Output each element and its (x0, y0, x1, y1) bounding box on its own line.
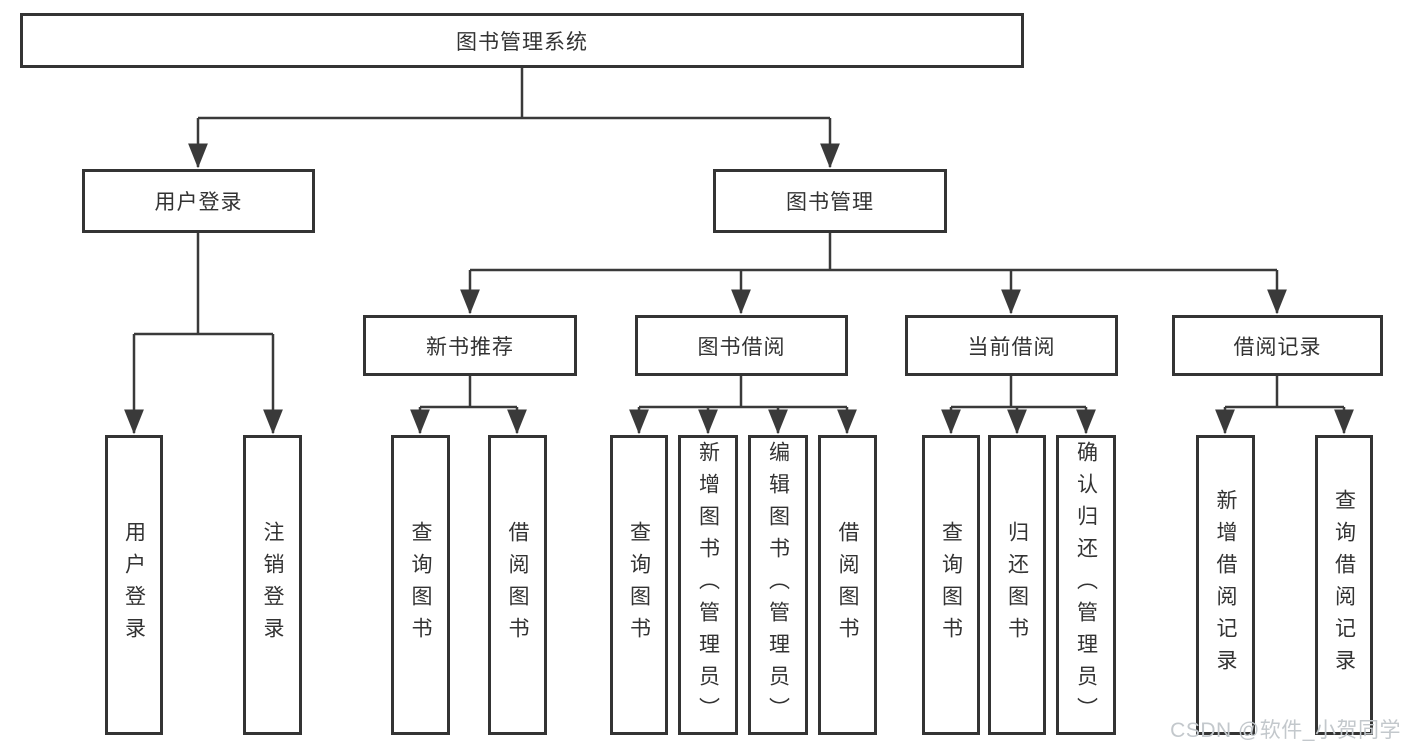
node-label: 借阅记录 (1233, 335, 1322, 359)
node-label: 新增图书（管理员） (696, 441, 720, 729)
leaf-borrow-books-borrowing: 借阅图书 (818, 435, 877, 735)
leaf-edit-book-admin: 编辑图书（管理员） (748, 435, 808, 735)
node-label: 查询借阅记录 (1332, 489, 1356, 681)
node-label: 图书管理 (786, 191, 874, 214)
node-user-login: 用户登录 (82, 169, 315, 233)
node-current-borrowing: 当前借阅 (905, 315, 1118, 376)
node-label: 确认归还（管理员） (1074, 441, 1098, 729)
leaf-confirm-return-admin: 确认归还（管理员） (1056, 435, 1116, 735)
node-label: 图书借阅 (697, 335, 786, 359)
node-label: 注销登录 (261, 521, 284, 649)
node-label: 图书管理系统 (456, 30, 588, 54)
node-label: 查询图书 (409, 521, 432, 649)
node-label: 查询图书 (939, 521, 963, 649)
node-label: 新增借阅记录 (1214, 489, 1237, 681)
leaf-add-borrow-record: 新增借阅记录 (1196, 435, 1255, 735)
csdn-watermark: CSDN @软件_小贺同学 (1170, 719, 1401, 742)
node-label: 归还图书 (1005, 521, 1029, 649)
node-label: 用户登录 (154, 191, 243, 214)
node-library-management-system: 图书管理系统 (20, 13, 1024, 68)
leaf-query-borrow-record: 查询借阅记录 (1315, 435, 1373, 735)
node-new-book-recommend: 新书推荐 (363, 315, 577, 376)
node-label: 借阅图书 (836, 521, 859, 649)
node-label: 借阅图书 (506, 521, 529, 649)
node-label: 用户登录 (122, 521, 146, 649)
node-label: 编辑图书（管理员） (766, 441, 790, 729)
node-book-borrowing: 图书借阅 (635, 315, 848, 376)
leaf-query-books-borrowing: 查询图书 (610, 435, 668, 735)
node-borrowing-records: 借阅记录 (1172, 315, 1383, 376)
node-label: 新书推荐 (426, 335, 514, 359)
leaf-return-book: 归还图书 (988, 435, 1046, 735)
node-label: 查询图书 (627, 521, 651, 649)
leaf-query-books-recommend: 查询图书 (391, 435, 450, 735)
node-book-management: 图书管理 (713, 169, 947, 233)
leaf-borrow-books-recommend: 借阅图书 (488, 435, 547, 735)
leaf-logout: 注销登录 (243, 435, 302, 735)
leaf-add-book-admin: 新增图书（管理员） (678, 435, 738, 735)
leaf-user-login: 用户登录 (105, 435, 163, 735)
node-label: 当前借阅 (967, 335, 1056, 359)
leaf-query-books-current: 查询图书 (922, 435, 980, 735)
